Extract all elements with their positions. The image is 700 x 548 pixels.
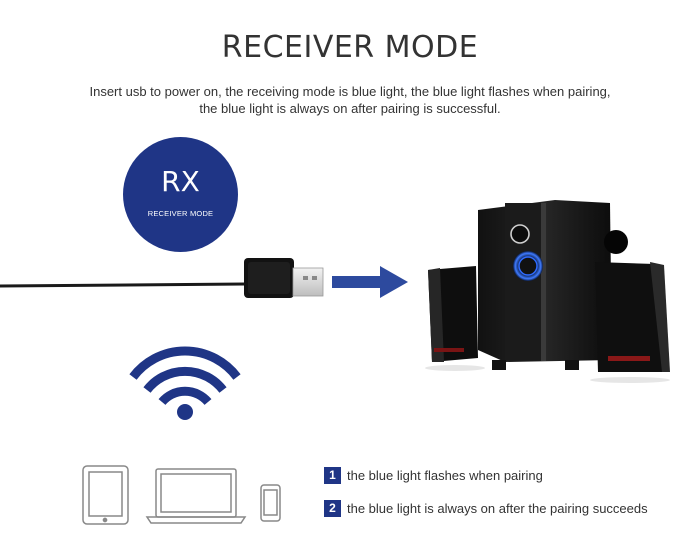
- description: Insert usb to power on, the receiving mo…: [40, 83, 660, 117]
- badge-sublabel: RECEIVER MODE: [147, 209, 214, 218]
- wifi-icon: [129, 346, 241, 420]
- arrow-icon: [332, 266, 408, 298]
- usb-cable: [0, 282, 246, 288]
- phone-icon: [260, 484, 281, 522]
- description-line-1: Insert usb to power on, the receiving mo…: [89, 84, 611, 99]
- rx-mode-badge: RX RECEIVER MODE: [123, 137, 238, 252]
- step-number-badge: 2: [324, 499, 341, 517]
- step-1: 1 the blue light flashes when pairing: [324, 466, 543, 484]
- step-text: the blue light flashes when pairing: [347, 467, 543, 483]
- usb-receiver-icon: [244, 258, 324, 298]
- speaker-system-icon: [425, 200, 670, 383]
- badge-label: RX: [161, 165, 200, 198]
- step-2: 2 the blue light is always on after the …: [324, 499, 648, 517]
- tablet-icon: [82, 465, 129, 525]
- laptop-icon: [145, 468, 247, 524]
- step-number-badge: 1: [324, 466, 341, 484]
- page-title: RECEIVER MODE: [221, 30, 479, 65]
- step-text: the blue light is always on after the pa…: [347, 500, 648, 516]
- description-line-2: the blue light is always on after pairin…: [199, 101, 501, 116]
